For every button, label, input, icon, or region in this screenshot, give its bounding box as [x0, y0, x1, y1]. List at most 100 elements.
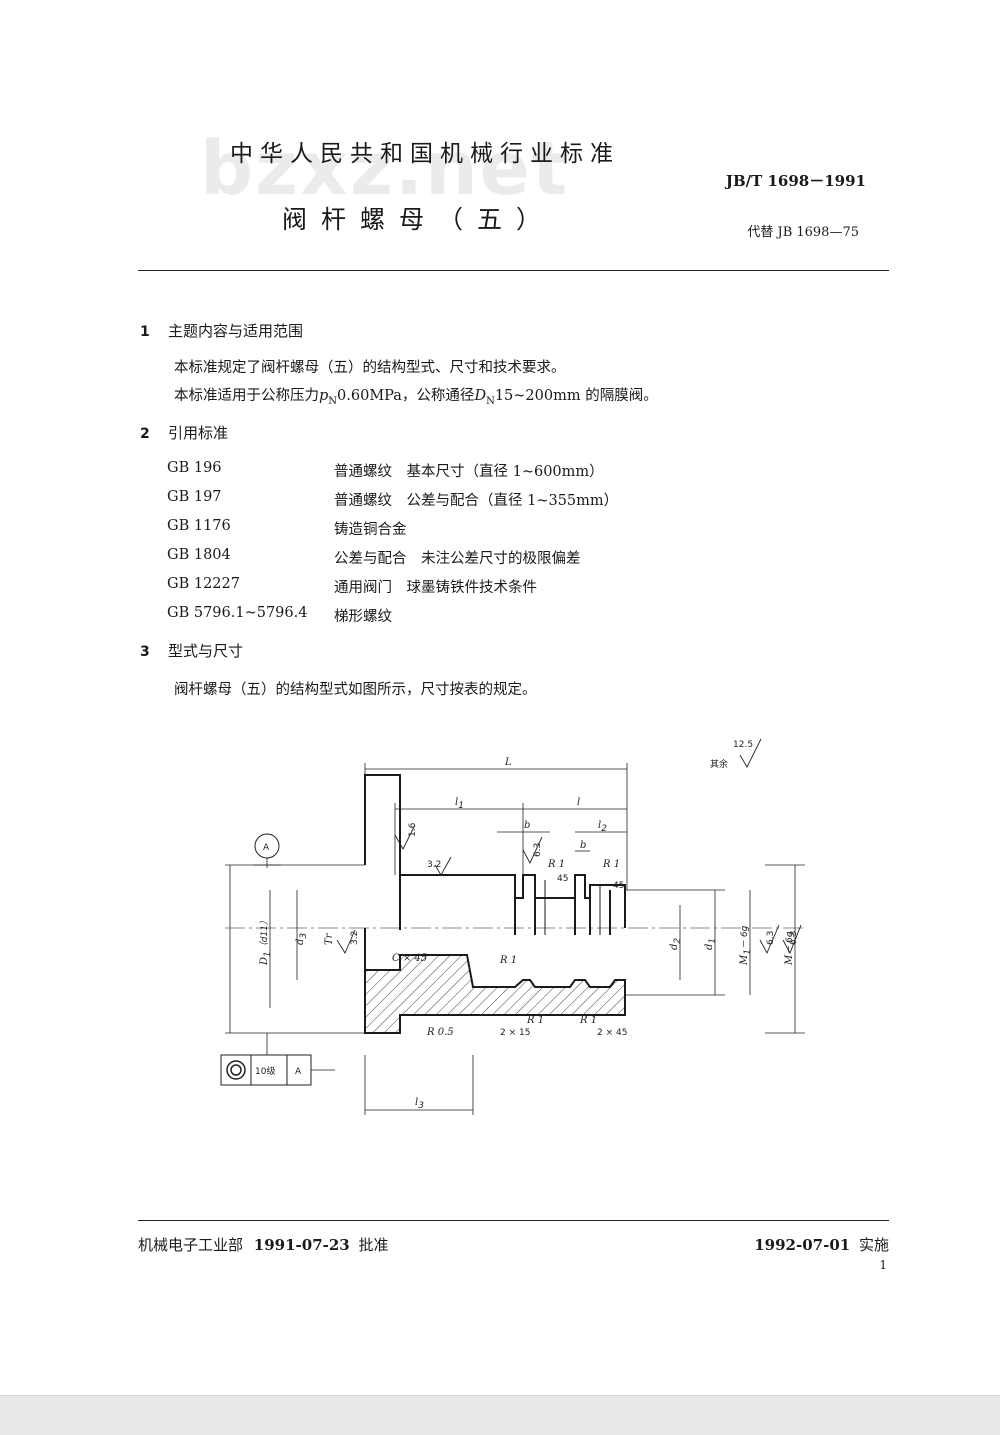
subscript: 3	[418, 1101, 424, 1111]
radius-label: R 1	[499, 955, 517, 966]
symbol: l	[455, 797, 458, 808]
roughness-value: 6.3	[533, 843, 543, 857]
section-number: 1	[140, 324, 150, 340]
subscript: N	[328, 395, 338, 407]
section-title: 型式与尺寸	[168, 642, 244, 660]
dim-l3: l3	[415, 1097, 424, 1111]
dim-d1: d1	[704, 938, 718, 950]
section-title: 主题内容与适用范围	[168, 322, 304, 340]
document-title: 阀杆螺母（五）	[282, 205, 556, 234]
roughness-value: 6.3	[766, 931, 776, 945]
tolerance: － 6g	[785, 931, 795, 955]
roughness-value: 12.5	[733, 740, 753, 750]
tolerance-datum: A	[295, 1067, 302, 1077]
chamfer-label: C × 45	[392, 953, 427, 964]
section-title: 引用标准	[168, 424, 229, 442]
ref-desc: 普通螺纹 基本尺寸（直径 1~600mm）	[334, 464, 604, 480]
roughness-rest: 其余	[710, 758, 728, 770]
s1-paragraph-2: 本标准适用于公称压力pN0.60MPa，公称通径DN15~200mm 的隔膜阀。	[174, 384, 658, 407]
ref-code: GB 12227	[167, 576, 240, 592]
radius-label: R 1	[579, 1015, 597, 1026]
roughness-value: 3.2	[350, 931, 360, 945]
implementation-date: 1992-07-01	[754, 1236, 851, 1254]
dim-d2: d2	[669, 938, 683, 950]
dim-l2: l2	[598, 820, 607, 834]
ref-code: GB 5796.1~5796.4	[167, 605, 308, 621]
ref-code: GB 197	[167, 489, 222, 505]
ref-code: GB 196	[167, 460, 222, 476]
ref-desc: 铸造铜合金	[334, 522, 407, 538]
symbol: M	[784, 954, 795, 966]
dim-b1: b	[524, 820, 530, 831]
implementation-word: 实施	[858, 1236, 889, 1254]
symbol: d	[295, 939, 306, 945]
subscript: 1	[743, 949, 753, 955]
upper-outline	[364, 774, 626, 935]
roughness-value: 3.2	[427, 860, 441, 870]
s3-paragraph-1: 阀杆螺母（五）的结构型式如图所示，尺寸按表的规定。	[174, 682, 537, 698]
angle-label: 45	[557, 874, 568, 884]
dim-l: l	[577, 797, 580, 808]
angle-label: 45	[613, 881, 624, 891]
roughness-symbols	[336, 738, 802, 955]
dim-M: M－ 6g	[784, 931, 795, 966]
subscript: 1	[263, 951, 273, 957]
subscript: 2	[601, 824, 607, 834]
roughness-value: 6.3	[789, 931, 799, 945]
footer-rule	[138, 1220, 889, 1221]
symbol: d	[669, 944, 680, 950]
symbol: l	[415, 1097, 418, 1108]
radius-label: R 0.5	[426, 1027, 454, 1038]
watermark: bzxz.net	[200, 126, 570, 212]
radius-label: R 1	[526, 1015, 544, 1026]
ref-desc: 通用阀门 球墨铸铁件技术条件	[334, 580, 537, 596]
valve-stem-nut-drawing: A 10级 A L l1 l l2 b b l3 1.6 3.2 3.2 6.3…	[220, 738, 805, 1115]
viewer-bottom-bar	[0, 1395, 1000, 1435]
header-rule	[138, 270, 889, 271]
approval-line: 机械电子工业部 1991-07-23 批准	[138, 1234, 389, 1255]
dim-d3: d3	[295, 933, 309, 945]
dimension-lines	[225, 763, 805, 1115]
dim-L: L	[504, 757, 512, 768]
symbol: D	[259, 957, 270, 966]
roughness-value: 1.6	[408, 822, 418, 837]
text: 0.60MPa，公称通径	[337, 388, 475, 404]
subscript: 2	[673, 938, 683, 944]
department: 机械电子工业部	[138, 1236, 244, 1254]
datum-circle	[254, 833, 280, 859]
symbol: M	[739, 954, 750, 966]
tolerance-grade: 10级	[255, 1065, 275, 1077]
chamfer-label: 2 × 45	[597, 1028, 627, 1038]
dim-M1: M1－ 6g	[739, 925, 753, 966]
dim-l1: l1	[455, 797, 464, 811]
section-1-heading: 1 主题内容与适用范围	[140, 320, 303, 341]
tolerance: － 6g	[740, 925, 750, 949]
subscript: 1	[708, 938, 718, 944]
dim-D1: D1（d11）	[259, 916, 273, 966]
symbol: D	[474, 388, 487, 404]
tolerance: （d11）	[259, 916, 270, 951]
subscript: 1	[458, 801, 464, 811]
implementation-line: 1992-07-01 实施	[754, 1234, 889, 1255]
radius-label: R 1	[602, 859, 620, 870]
ref-desc: 普通螺纹 公差与配合（直径 1~355mm）	[334, 493, 619, 509]
ref-code: GB 1176	[167, 518, 231, 534]
datum-label: A	[263, 843, 270, 853]
approval-word: 批准	[358, 1236, 389, 1254]
section-number: 3	[140, 644, 150, 660]
org-header: 中华人民共和国机械行业标准	[230, 141, 620, 167]
section-hatch	[364, 928, 626, 1034]
symbol: l	[598, 820, 601, 831]
section-3-heading: 3 型式与尺寸	[140, 640, 243, 661]
text: 15~200mm 的隔膜阀。	[494, 388, 658, 404]
s1-paragraph-1: 本标准规定了阀杆螺母（五）的结构型式、尺寸和技术要求。	[174, 360, 566, 376]
page-number: 1	[879, 1258, 887, 1272]
ref-desc: 公差与配合 未注公差尺寸的极限偏差	[334, 551, 581, 567]
standard-number: JB/T 1698－1991	[725, 172, 866, 190]
symbol: d	[704, 944, 715, 950]
approval-date: 1991-07-23	[253, 1236, 350, 1254]
chamfer-label: 2 × 15	[500, 1028, 530, 1038]
ref-desc: 梯形螺纹	[334, 609, 392, 625]
dim-b2: b	[580, 840, 586, 851]
